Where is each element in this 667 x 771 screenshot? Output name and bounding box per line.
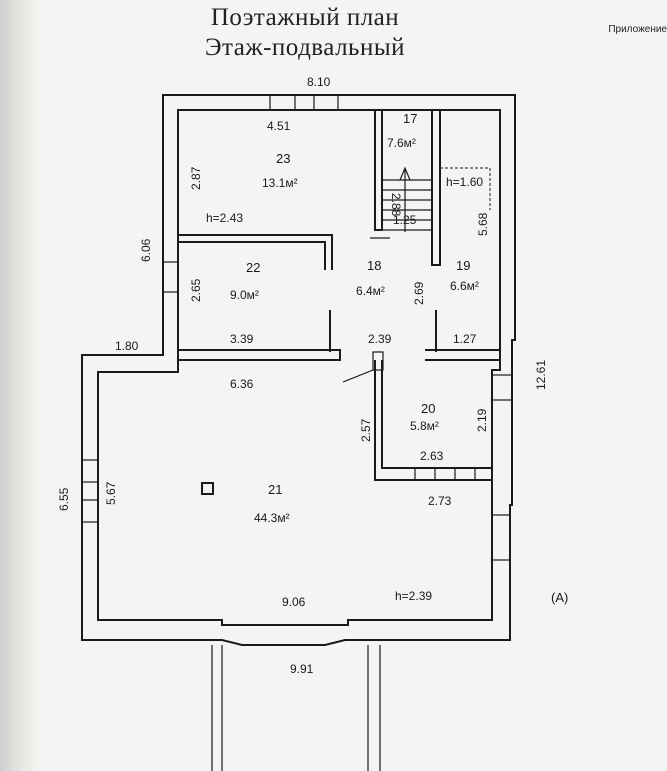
window-right-upper: [491, 374, 513, 401]
appendix-note: Приложение: [608, 24, 667, 35]
room-18-area: 6.4м²: [356, 284, 385, 298]
dim-room19-width: 1.27: [453, 332, 477, 346]
dim-room23-height: 2.87: [189, 166, 203, 190]
window-right: [491, 514, 511, 561]
room-21-area: 44.3м²: [254, 511, 290, 525]
window-left-upper: [162, 261, 179, 293]
dim-room20-inner: 2.63: [420, 449, 444, 463]
dim-room23-width: 4.51: [267, 119, 291, 133]
dim-height-23: h=2.43: [206, 211, 243, 225]
dim-stair-width: 1.25: [393, 213, 417, 227]
dim-top-width: 8.10: [307, 75, 331, 89]
room-22-area: 9.0м²: [230, 288, 259, 302]
dim-room22-width: 3.39: [230, 332, 254, 346]
window-left-lower: [81, 459, 99, 523]
room-19-number: 19: [456, 258, 470, 273]
dim-room22-height: 2.65: [189, 278, 203, 302]
dim-right-total: 12.61: [534, 360, 548, 390]
dim-right-upper: 5.68: [476, 212, 490, 236]
dim-room21-width: 6.36: [230, 377, 254, 391]
window-top: [269, 94, 339, 111]
room20-vent: [414, 468, 476, 480]
dim-height-19: h=1.60: [446, 175, 483, 189]
room-18-number: 18: [367, 258, 381, 273]
room-21-number: 21: [268, 482, 282, 497]
room-17-area: 7.6м²: [387, 136, 416, 150]
room-20-number: 20: [421, 401, 435, 416]
dim-height-21: h=2.39: [395, 589, 432, 603]
wall-19-bottom: [425, 349, 501, 361]
dim-stair-length: 2.88: [389, 193, 403, 217]
foundation-lines: [211, 645, 381, 771]
floor-subtitle: Этаж-подвальный: [204, 34, 406, 61]
dim-left-lower-inner: 5.67: [104, 481, 118, 505]
dim-left-upper: 6.06: [139, 238, 153, 262]
dim-room20-outer: 2.73: [428, 494, 452, 508]
room-23-number: 23: [276, 151, 290, 166]
stair-steps: [382, 166, 432, 232]
pillar-21: [201, 482, 214, 495]
room-19-area: 6.6м²: [450, 279, 479, 293]
door-swing-20: [342, 369, 374, 383]
outer-wall-inner: [97, 109, 501, 626]
room19-dashed-line: [440, 167, 491, 210]
room-23-area: 13.1м²: [262, 176, 298, 190]
dim-left-lower: 6.55: [57, 487, 71, 511]
dim-bottom-outer: 9.91: [290, 662, 314, 676]
page-binding-shadow: [0, 0, 40, 771]
outer-wall-outer: [81, 94, 516, 646]
dim-room20-height: 2.19: [475, 408, 489, 432]
wall-22-bottom: [178, 349, 341, 361]
stair-wall-right: [431, 110, 441, 266]
plan-title: Поэтажный план: [210, 4, 400, 31]
wall-23-22: [178, 234, 333, 270]
room-20-area: 5.8м²: [410, 419, 439, 433]
room-22-number: 22: [246, 260, 260, 275]
dim-step: 1.80: [115, 339, 139, 353]
dim-bottom-inner: 9.06: [282, 595, 306, 609]
dim-room20-length: 2.57: [359, 418, 373, 442]
column: [372, 351, 384, 371]
room-17-number: 17: [403, 111, 417, 126]
section-mark: (A): [551, 590, 568, 605]
dim-room18-width: 2.39: [368, 332, 392, 346]
stair-wall-left: [374, 110, 383, 231]
dim-room18-length: 2.69: [412, 281, 426, 305]
